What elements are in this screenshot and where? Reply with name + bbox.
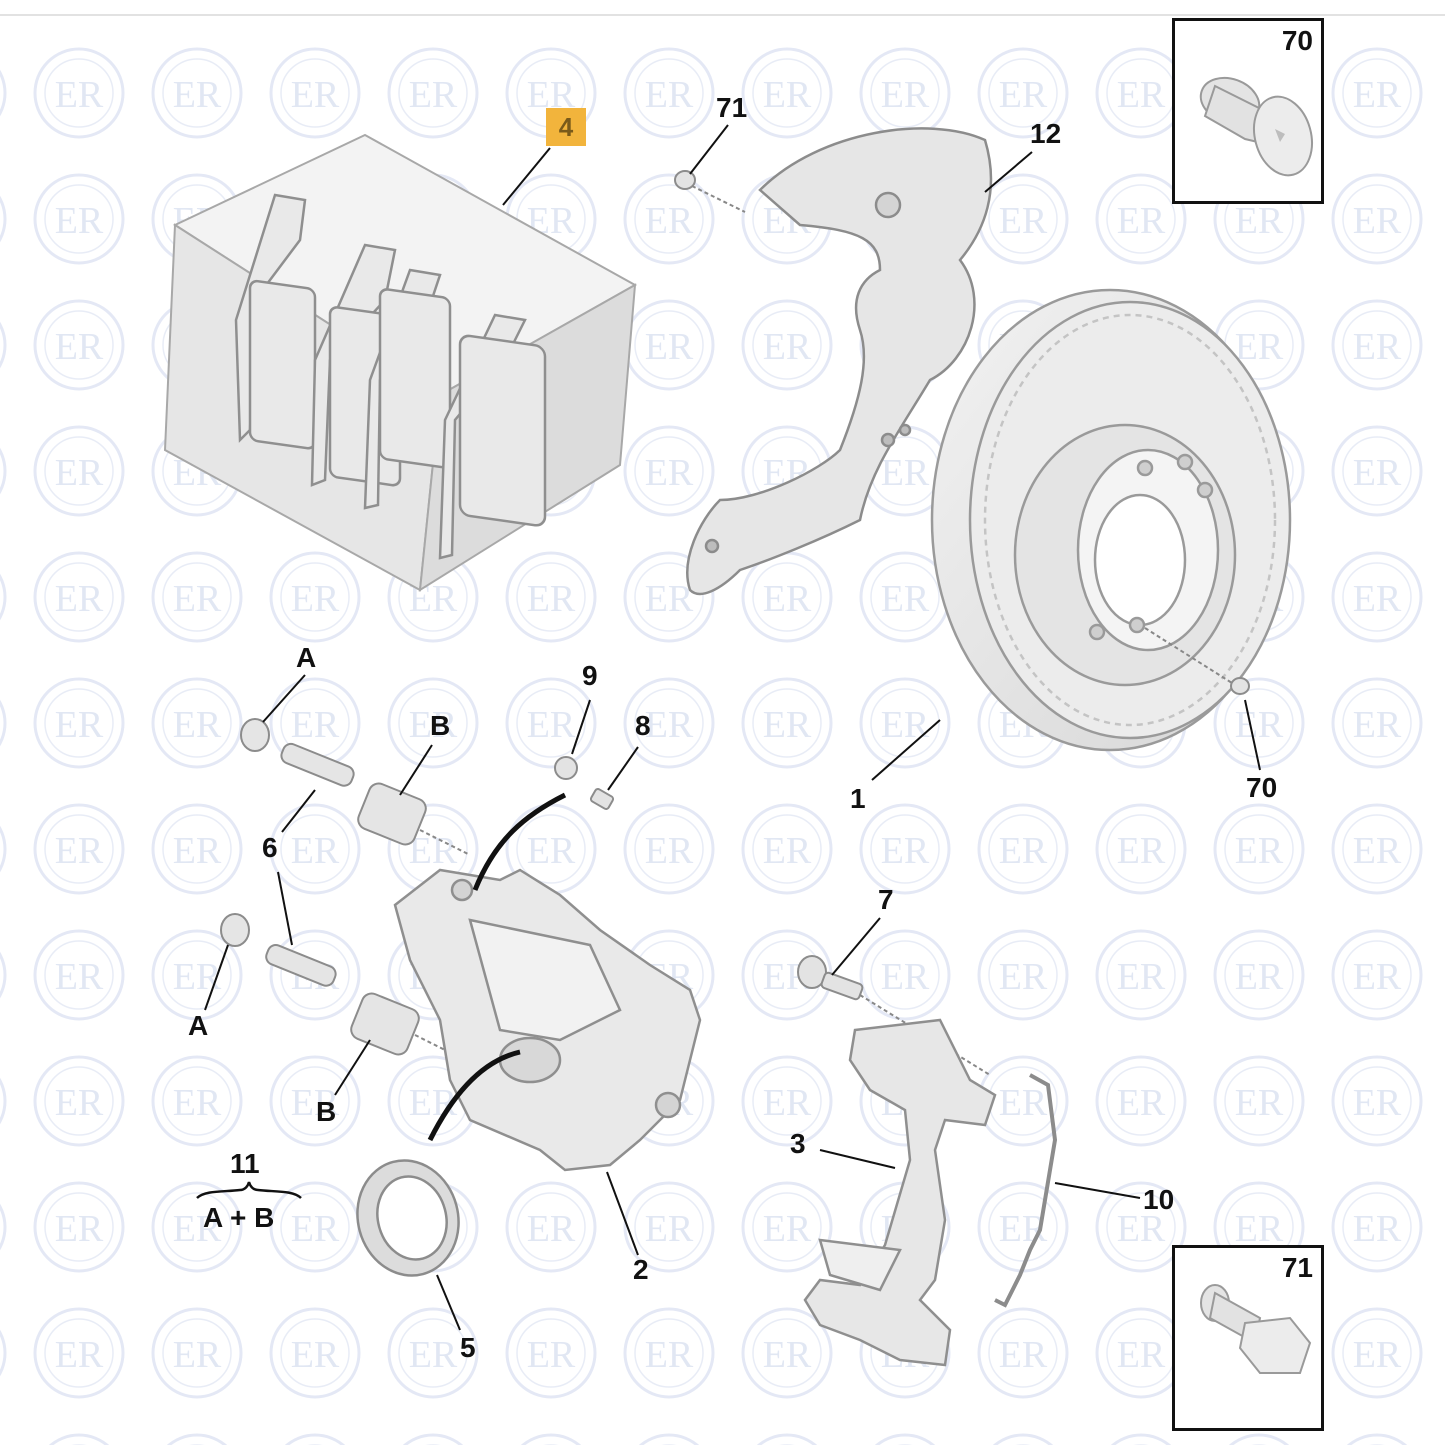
callout-1: 1	[850, 783, 866, 814]
callout-5: 5	[460, 1332, 476, 1363]
leader-a-upper	[262, 674, 306, 723]
leader-5	[436, 1274, 461, 1331]
guide-pin-lower	[220, 913, 446, 1056]
bleeder-screw	[589, 788, 615, 810]
leader-70	[1244, 699, 1261, 771]
callout-9: 9	[582, 660, 598, 691]
inset-label-71: 71	[1281, 1252, 1313, 1283]
callout-6: 6	[262, 832, 278, 863]
leader-6-lower	[277, 871, 293, 946]
brake-pad-set	[163, 133, 638, 592]
leader-1	[871, 719, 941, 781]
callout-b-upper: B	[430, 710, 451, 741]
shield-bolt-icon	[1200, 1284, 1312, 1374]
disc-screw-icon	[1199, 76, 1313, 177]
inset-disc-screw: 70	[1172, 18, 1324, 204]
brace-11	[196, 1181, 302, 1199]
top-rule	[0, 14, 1445, 16]
callout-4: 4	[546, 108, 586, 146]
carrier-bolt	[797, 955, 991, 1076]
leader-7	[831, 917, 881, 976]
callout-11-formula: A + B	[203, 1202, 275, 1233]
spring-clip	[994, 1073, 1058, 1308]
callout-11: 11	[230, 1148, 260, 1179]
leader-8	[607, 746, 639, 791]
callout-b-lower: B	[316, 1096, 337, 1127]
leader-12	[984, 151, 1033, 193]
dust-shield	[686, 127, 993, 596]
callout-2: 2	[633, 1254, 649, 1285]
brake-caliper	[393, 868, 702, 1172]
caliper-carrier	[803, 1018, 997, 1367]
brake-disc	[930, 288, 1292, 752]
callout-70-bottom: 70	[1246, 772, 1278, 803]
leader-b-upper	[399, 744, 433, 796]
leader-2	[606, 1171, 639, 1256]
bleeder-cap	[554, 756, 578, 780]
inset-label-70: 70	[1281, 25, 1313, 56]
callout-12: 12	[1030, 118, 1062, 149]
leader-3	[819, 1149, 896, 1169]
inset-shield-bolt: 71	[1172, 1245, 1324, 1431]
guide-pin-upper	[240, 718, 471, 856]
callout-3: 3	[790, 1128, 806, 1159]
callout-8: 8	[635, 710, 651, 741]
leader-6-upper	[281, 789, 316, 833]
leader-71	[689, 124, 729, 175]
piston-seal	[356, 1159, 460, 1277]
caliper-shade-upper	[472, 792, 567, 891]
callout-7: 7	[878, 884, 894, 915]
callout-10: 10	[1143, 1184, 1175, 1215]
leader-10	[1054, 1182, 1141, 1199]
callout-a-upper: A	[296, 642, 317, 673]
leader-a-lower	[204, 944, 229, 1011]
shield-bolt	[674, 170, 746, 213]
leader-9	[571, 699, 591, 755]
leader-b-lower	[334, 1039, 371, 1096]
callout-71: 71	[716, 92, 748, 123]
caliper-shade-lower	[427, 1049, 521, 1142]
leader-4	[502, 147, 551, 206]
disc-screw	[1144, 627, 1250, 695]
callout-a-lower: A	[188, 1010, 209, 1041]
